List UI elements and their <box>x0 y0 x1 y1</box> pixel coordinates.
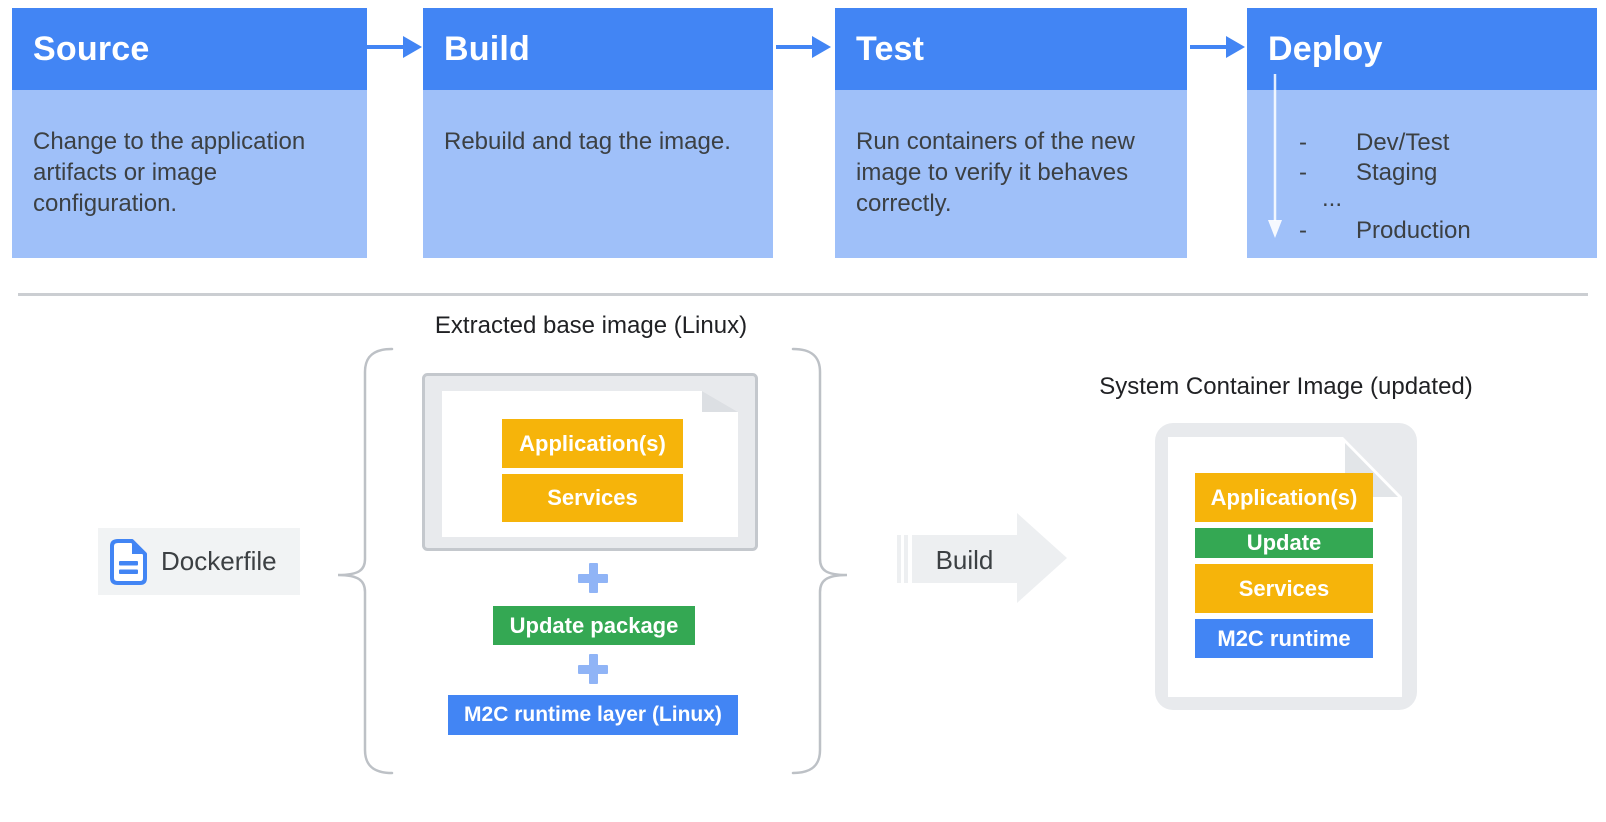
deploy-item-label: Staging <box>1356 159 1438 186</box>
document-icon <box>110 538 147 585</box>
flow-arrow-icon <box>1190 36 1245 58</box>
result-layer-runtime: M2C runtime <box>1195 619 1373 658</box>
result-layer-update: Update <box>1195 528 1373 558</box>
section-divider <box>18 293 1588 296</box>
step-source-description: Change to the application artifacts or i… <box>12 90 367 258</box>
deploy-item-label: Production <box>1356 217 1471 244</box>
pipeline-step-build: Build Rebuild and tag the image. <box>423 8 773 258</box>
deploy-item-label: Dev/Test <box>1356 129 1450 156</box>
result-layer-applications: Application(s) <box>1195 473 1373 522</box>
step-source-header: Source <box>12 8 367 90</box>
step-build-description: Rebuild and tag the image. <box>423 90 773 258</box>
deploy-item-dash: - <box>1299 159 1307 186</box>
plus-icon <box>578 563 608 593</box>
deploy-item-dev-test: - Dev/Test <box>1299 128 1449 158</box>
dockerfile-chip: Dockerfile <box>98 528 300 595</box>
pipeline-step-test: Test Run containers of the new image to … <box>835 8 1187 258</box>
deploy-item-staging: - Staging <box>1299 158 1437 188</box>
layer-chip-applications: Application(s) <box>502 419 683 468</box>
deploy-item-dash: - <box>1299 217 1307 244</box>
runtime-layer-chip: M2C runtime layer (Linux) <box>448 695 738 735</box>
step-test-title: Test <box>856 29 925 68</box>
layer-chip-services: Services <box>502 474 683 522</box>
build-arrow-icon <box>897 513 1067 603</box>
deploy-item-label: ... <box>1322 185 1343 212</box>
step-test-header: Test <box>835 8 1187 90</box>
pipeline-step-deploy: Deploy - Dev/Test - Staging ... - Productio… <box>1247 8 1597 258</box>
deploy-item-dash: - <box>1299 129 1307 156</box>
extracted-base-image-title: Extracted base image (Linux) <box>434 312 748 339</box>
deploy-item-ellipsis: ... <box>1322 186 1342 212</box>
grouping-braces-icon <box>337 347 848 775</box>
deploy-item-production: - Production <box>1299 216 1471 246</box>
system-container-image-title: System Container Image (updated) <box>1099 373 1473 400</box>
step-deploy-header: Deploy <box>1247 8 1597 90</box>
deploy-sequence-arrow-icon <box>1268 74 1282 238</box>
step-source-title: Source <box>33 29 150 68</box>
dockerfile-label: Dockerfile <box>161 546 277 576</box>
step-deploy-body: - Dev/Test - Staging ... - Production <box>1247 90 1597 258</box>
step-deploy-title: Deploy <box>1268 29 1383 68</box>
pipeline-step-source: Source Change to the application artifac… <box>12 8 367 258</box>
step-test-description: Run containers of the new image to verif… <box>835 90 1187 258</box>
flow-arrow-icon <box>776 36 831 58</box>
step-build-title: Build <box>444 29 530 68</box>
step-build-header: Build <box>423 8 773 90</box>
update-package-chip: Update package <box>493 606 695 645</box>
flow-arrow-icon <box>367 36 422 58</box>
plus-icon <box>578 654 608 684</box>
result-layer-services: Services <box>1195 564 1373 613</box>
build-arrow-label: Build <box>935 544 994 575</box>
